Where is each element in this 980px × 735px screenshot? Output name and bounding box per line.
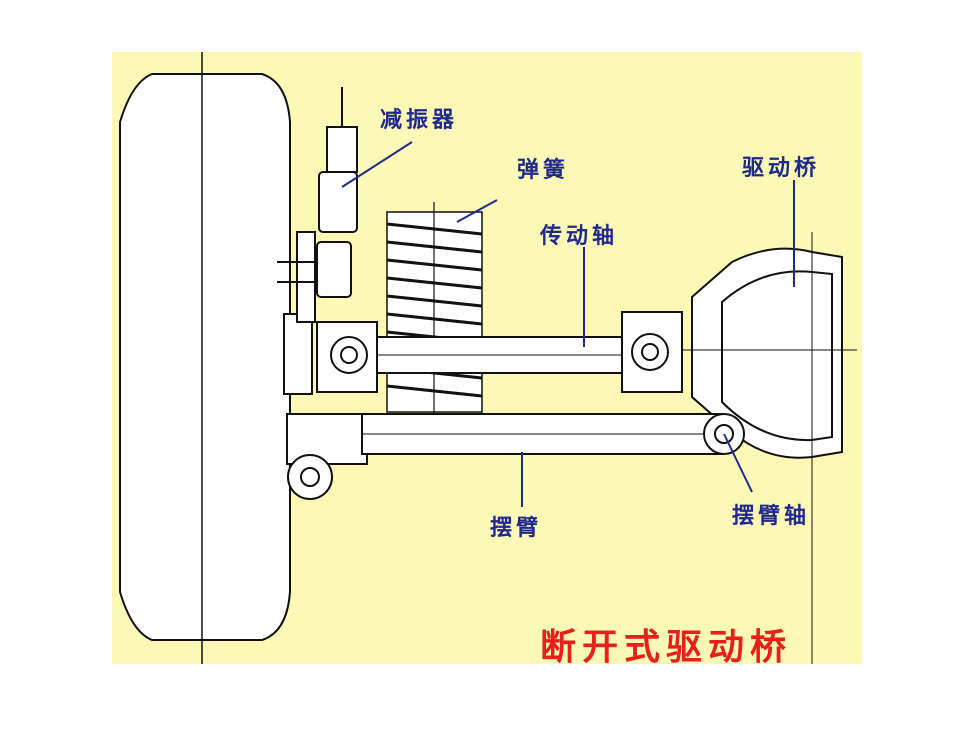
drive-axle-housing: [682, 232, 857, 664]
drive-shaft: [376, 311, 683, 393]
label-shock-absorber: 减振器: [380, 108, 459, 133]
leader-lines: [341, 141, 795, 507]
label-drive-axle: 驱动桥: [742, 156, 821, 181]
wheel: [119, 52, 291, 664]
label-spring: 弹簧: [517, 158, 570, 183]
diagram-panel: 减振器 弹簧 传动轴 驱动桥 摆臂 摆臂轴 断开式驱动桥: [112, 52, 862, 664]
label-drive-shaft: 传动轴: [540, 224, 619, 249]
diagram-title: 断开式驱动桥: [540, 627, 793, 664]
drive-axle-drawing: [119, 52, 857, 664]
label-swing-arm-shaft: 摆臂轴: [732, 504, 811, 529]
shock-absorber: [316, 87, 358, 298]
label-swing-arm: 摆臂: [490, 516, 543, 541]
coil-spring: [386, 202, 483, 422]
inner-joint: [316, 321, 378, 393]
swing-arm: [286, 413, 745, 500]
